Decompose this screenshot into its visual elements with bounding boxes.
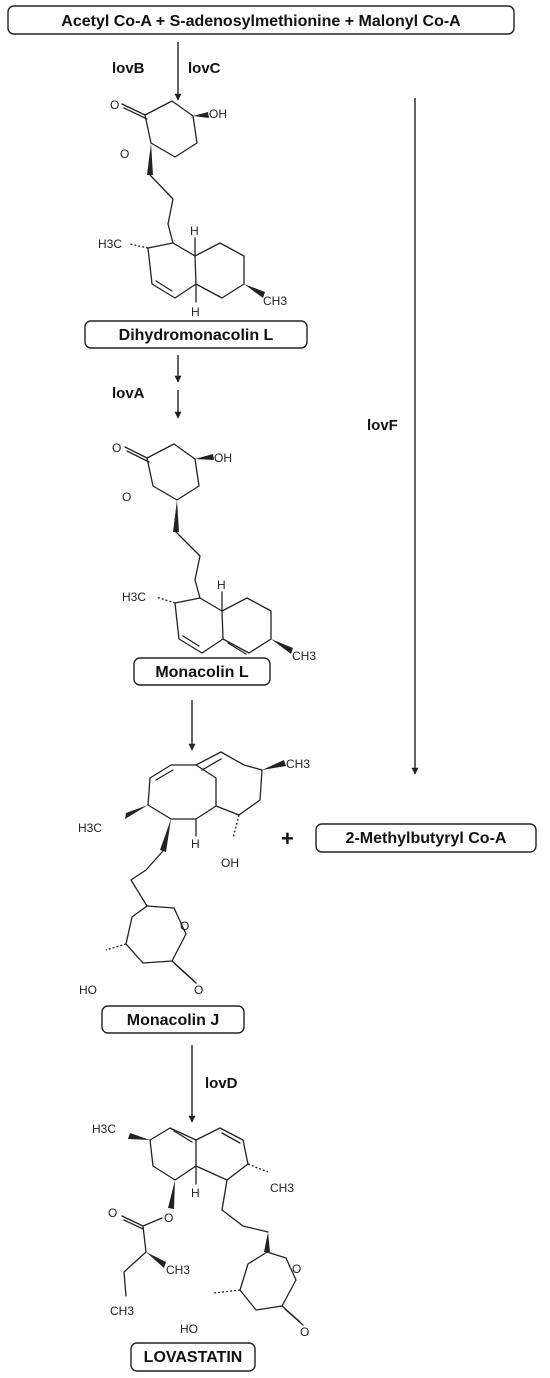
atom-h: H bbox=[191, 305, 200, 319]
compound-box-lovastatin: LOVASTATIN bbox=[130, 1342, 256, 1372]
atom-ch3: CH3 bbox=[263, 294, 287, 308]
atom-ring-o: O bbox=[122, 490, 131, 504]
atom-ester-o: O bbox=[164, 1211, 173, 1225]
atom-h3c: H3C bbox=[98, 237, 122, 251]
atom-h: H bbox=[191, 1186, 200, 1200]
atom-ch3: CH3 bbox=[286, 757, 310, 771]
atom-ch3: CH3 bbox=[110, 1304, 134, 1318]
atom-h: H bbox=[217, 578, 226, 592]
compound-label-monacolin-l: Monacolin L bbox=[155, 664, 249, 681]
compound-box-monacolin-l: Monacolin L bbox=[133, 657, 271, 686]
atom-h: H bbox=[190, 224, 199, 238]
atom-ring-o: O bbox=[120, 147, 129, 161]
compound-box-dihydromonacolin-l: Dihydromonacolin L bbox=[84, 320, 308, 349]
compound-label-methylbutyryl-coa: 2-Methylbutyryl Co-A bbox=[346, 830, 507, 847]
atom-carbonyl-o: O bbox=[194, 983, 203, 997]
atom-h3c: H3C bbox=[122, 590, 146, 604]
atom-oh: OH bbox=[214, 451, 232, 465]
start-substrates-box: Acetyl Co-A + S-adenosylmethionine + Mal… bbox=[7, 5, 515, 35]
atom-oh: OH bbox=[209, 107, 227, 121]
compound-label-lovastatin: LOVASTATIN bbox=[144, 1349, 243, 1366]
atom-carbonyl-o: O bbox=[110, 98, 119, 112]
enzyme-lovd-label: lovD bbox=[205, 1075, 238, 1092]
structure-monacolin-l: O O OH CH3 H3C H bbox=[112, 441, 316, 663]
atom-oh: OH bbox=[221, 856, 239, 870]
atom-ho: HO bbox=[180, 1322, 198, 1336]
plus-sign: + bbox=[281, 826, 294, 851]
compound-box-methylbutyryl-coa: 2-Methylbutyryl Co-A bbox=[315, 823, 537, 853]
atom-ch3: CH3 bbox=[292, 649, 316, 663]
atom-h: H bbox=[191, 837, 200, 851]
enzyme-lova-label: lovA bbox=[112, 385, 145, 402]
atom-ho: HO bbox=[79, 983, 97, 997]
atom-ch3: CH3 bbox=[166, 1263, 190, 1277]
enzyme-lovc-label: lovC bbox=[188, 60, 221, 77]
start-substrates-label: Acetyl Co-A + S-adenosylmethionine + Mal… bbox=[61, 13, 461, 30]
atom-carbonyl-o: O bbox=[112, 441, 121, 455]
atom-ch3: CH3 bbox=[270, 1181, 294, 1195]
structure-lovastatin: H3C CH3 H O O CH3 CH3 O O HO bbox=[92, 1122, 309, 1339]
compound-label-monacolin-j: Monacolin J bbox=[127, 1012, 219, 1029]
compound-box-monacolin-j: Monacolin J bbox=[101, 1005, 245, 1034]
structure-dihydromonacolin-l: O O OH CH3 H3C H H bbox=[98, 98, 287, 319]
structure-monacolin-j: CH3 H3C H OH O O HO bbox=[78, 751, 310, 997]
atom-ring-o: O bbox=[180, 919, 189, 933]
atom-h3c: H3C bbox=[78, 821, 102, 835]
enzyme-lovb-label: lovB bbox=[112, 60, 145, 77]
atom-ring-o: O bbox=[292, 1262, 301, 1276]
atom-carbonyl-o: O bbox=[300, 1325, 309, 1339]
compound-label-dihydromonacolin-l: Dihydromonacolin L bbox=[119, 327, 274, 344]
atom-h3c: H3C bbox=[92, 1122, 116, 1136]
atom-carbonyl-o: O bbox=[108, 1206, 117, 1220]
enzyme-lovf-label: lovF bbox=[367, 417, 398, 434]
